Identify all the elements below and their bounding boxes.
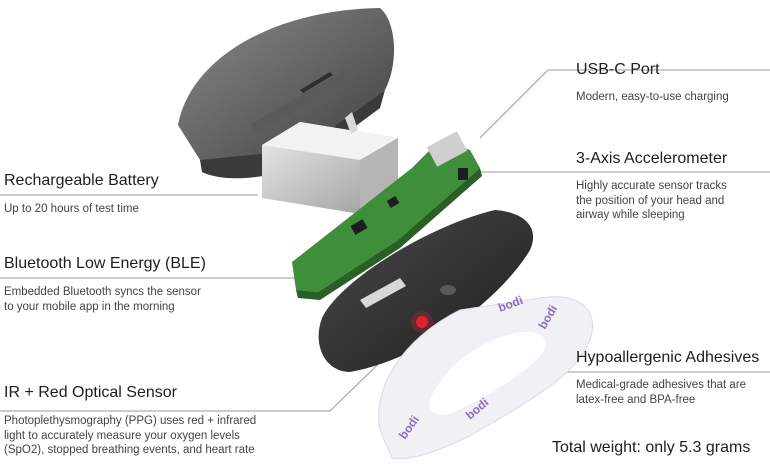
optical-feature: IR + Red Optical Sensor Photoplethysmogr… (4, 384, 256, 458)
adhesive-title: Hypoallergenic Adhesives (576, 349, 759, 367)
adhesive-desc: Medical-grade adhesives that are latex-f… (576, 378, 759, 407)
ble-title: Bluetooth Low Energy (BLE) (4, 255, 206, 273)
battery-feature: Rechargeable Battery Up to 20 hours of t… (4, 172, 159, 217)
ble-feature: Bluetooth Low Energy (BLE) Embedded Blue… (4, 255, 206, 314)
accel-feature: 3-Axis Accelerometer Highly accurate sen… (576, 150, 727, 223)
battery-desc: Up to 20 hours of test time (4, 202, 159, 217)
usbc-feature: USB-C Port Modern, easy-to-use charging (576, 61, 729, 105)
optical-title: IR + Red Optical Sensor (4, 384, 256, 402)
usbc-desc: Modern, easy-to-use charging (576, 90, 729, 105)
adhesive-feature: Hypoallergenic Adhesives Medical-grade a… (576, 349, 759, 407)
accel-desc: Highly accurate sensor tracks the positi… (576, 179, 727, 223)
optical-desc: Photoplethysmography (PPG) uses red + in… (4, 414, 256, 458)
usbc-title: USB-C Port (576, 61, 729, 79)
ble-desc: Embedded Bluetooth syncs the sensor to y… (4, 285, 206, 314)
total-weight: Total weight: only 5.3 grams (552, 439, 750, 457)
battery-title: Rechargeable Battery (4, 172, 159, 190)
accel-title: 3-Axis Accelerometer (576, 150, 727, 168)
